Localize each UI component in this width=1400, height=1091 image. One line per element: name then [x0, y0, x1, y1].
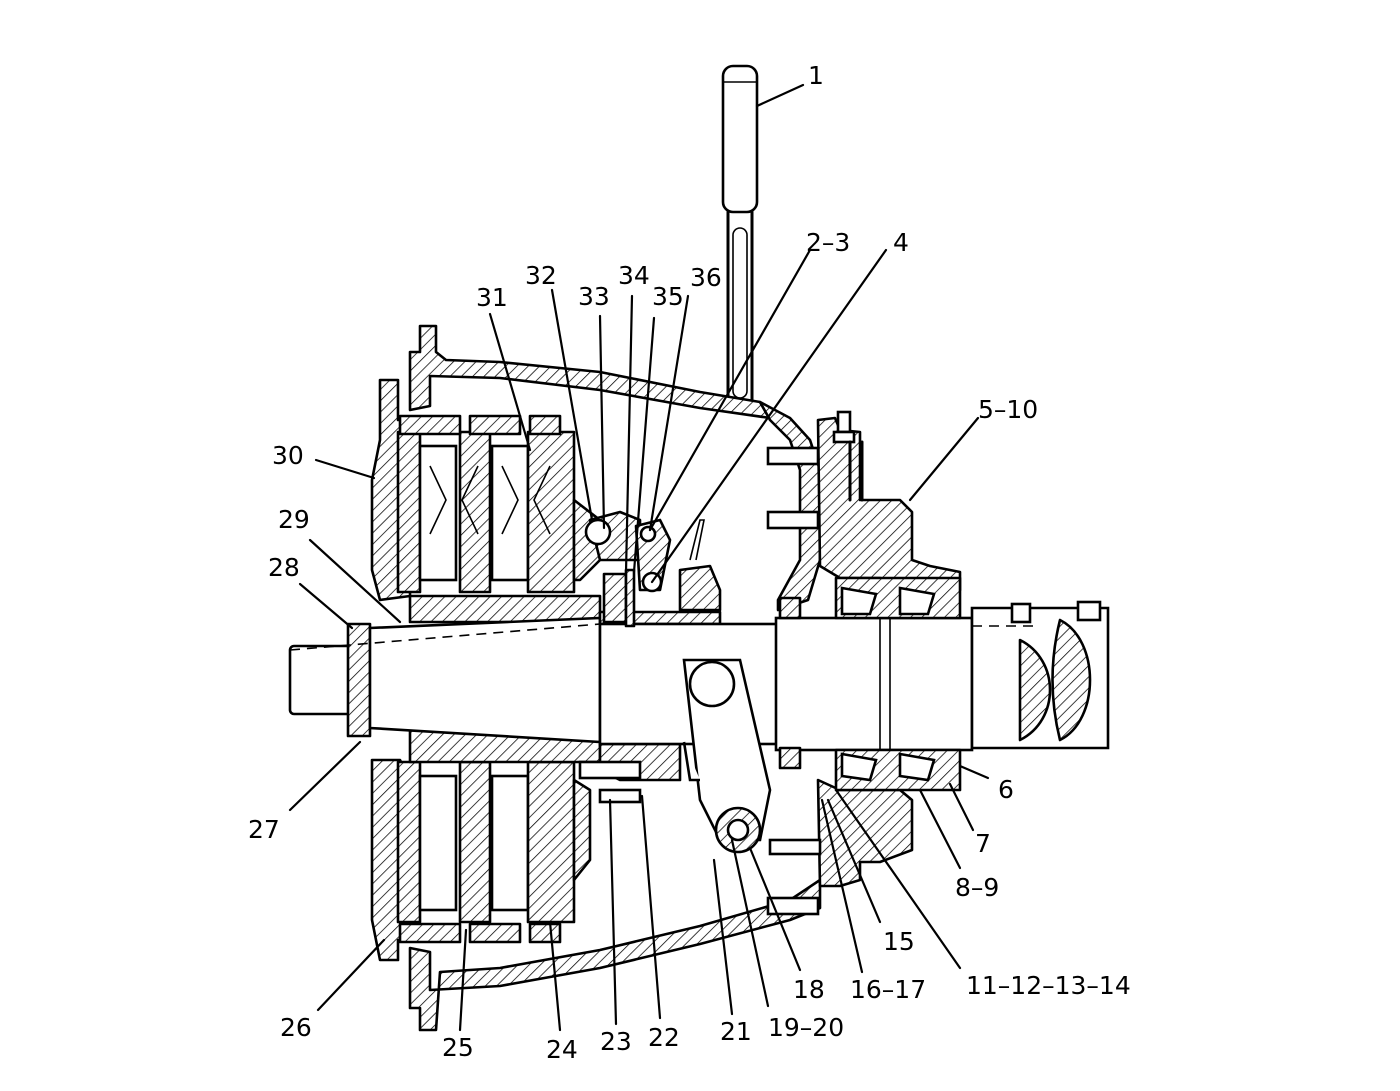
label-22: 22 — [648, 1023, 680, 1052]
label-36: 36 — [690, 263, 722, 292]
control-lever — [721, 64, 759, 412]
mounting-bolts — [578, 446, 822, 916]
label-15: 15 — [883, 927, 915, 956]
release-linkage — [584, 510, 722, 628]
leader-lines — [288, 83, 990, 1032]
label-29: 29 — [278, 505, 310, 534]
label-35: 35 — [652, 282, 684, 311]
label-8-9: 8–9 — [955, 873, 999, 902]
label-25: 25 — [442, 1033, 474, 1062]
label-16-17: 16–17 — [850, 975, 926, 1004]
label-2-3: 2–3 — [806, 228, 850, 257]
label-26: 26 — [280, 1013, 312, 1042]
label-32: 32 — [525, 261, 557, 290]
label-4: 4 — [893, 228, 909, 257]
label-27: 27 — [248, 815, 280, 844]
label-18: 18 — [793, 975, 825, 1004]
label-6: 6 — [998, 775, 1014, 804]
label-31: 31 — [476, 283, 508, 312]
label-34: 34 — [618, 261, 650, 290]
label-33: 33 — [578, 282, 610, 311]
label-19-20: 19–20 — [768, 1013, 844, 1042]
label-28: 28 — [268, 553, 300, 582]
part-labels: 1 2–3 4 5–10 6 7 8–9 11–12–13–14 15 16–1… — [248, 61, 1131, 1064]
label-24: 24 — [546, 1035, 578, 1064]
label-1: 1 — [808, 61, 824, 90]
label-21: 21 — [720, 1017, 752, 1046]
output-shaft — [598, 589, 1110, 761]
label-5-10: 5–10 — [978, 395, 1038, 424]
label-11-14: 11–12–13–14 — [966, 971, 1131, 1000]
release-yoke-arm — [682, 658, 772, 854]
label-30: 30 — [272, 441, 304, 470]
clutch-disc-stack-bottom — [370, 728, 602, 962]
label-23: 23 — [600, 1027, 632, 1056]
tapered-roller-bearings — [778, 576, 962, 792]
label-7: 7 — [975, 829, 991, 858]
clutch-disc-stack-top — [370, 378, 602, 624]
